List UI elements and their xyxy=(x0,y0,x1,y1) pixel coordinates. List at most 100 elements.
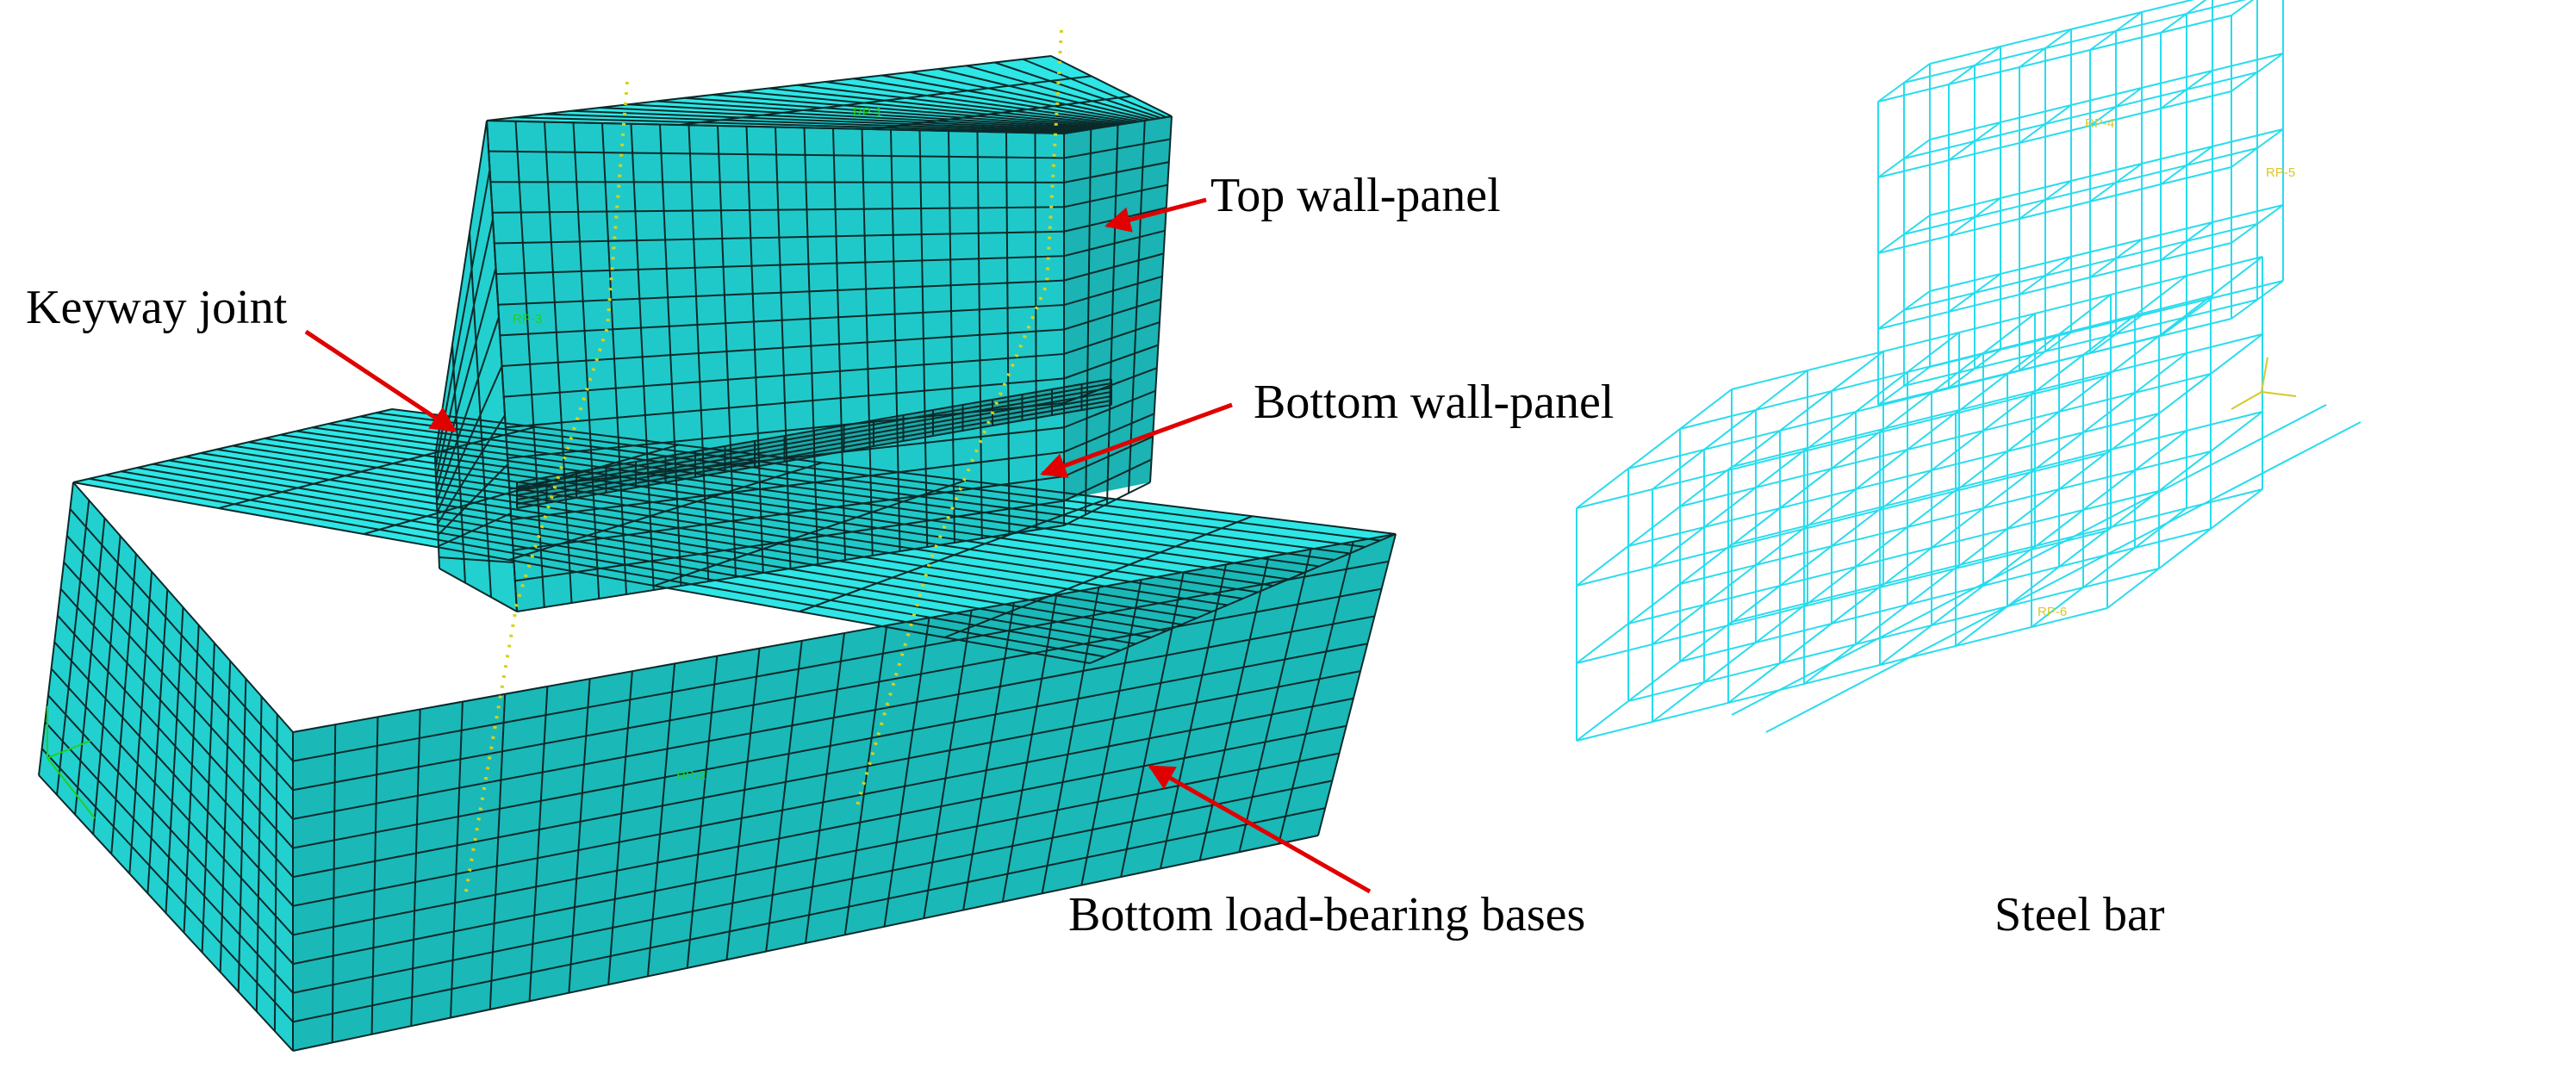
base-top-v-line xyxy=(653,479,967,587)
cage-longitudinal-bar xyxy=(1627,490,2160,624)
wall-top-v-line xyxy=(871,95,1132,130)
base-front-u-line xyxy=(1317,533,1397,836)
rp-marker-cage-1: RP-4 xyxy=(2085,116,2114,131)
base-left-u-line xyxy=(74,518,106,815)
cage-longitudinal-bar xyxy=(1576,607,2108,742)
cage-transverse-bar xyxy=(1652,525,1808,645)
wall-top-u-line xyxy=(1050,55,1173,117)
base-front-v-line xyxy=(292,533,1397,733)
bottom-panel-band-v-line xyxy=(516,378,1112,483)
bottom-panel-band-v-line xyxy=(516,404,1112,509)
cage-transverse-bar xyxy=(1879,390,2036,511)
base-left-v-line xyxy=(38,774,294,1052)
wall-cage-longitudinal-bar xyxy=(1877,242,2232,330)
label-bottom-bases: Bottom load-bearing bases xyxy=(1068,888,1585,941)
cage-transverse-bar xyxy=(2106,333,2263,454)
cage-transverse-bar xyxy=(2106,411,2263,531)
wall-front-v-line xyxy=(494,230,1065,245)
wall-front-v-line xyxy=(498,279,1065,306)
base-front-v-line xyxy=(292,807,1326,1023)
wall-right-v-line xyxy=(1063,321,1160,355)
base-front-u-line xyxy=(765,640,803,952)
wall-front-v-line xyxy=(505,377,1065,429)
wall-right-v-line xyxy=(1063,161,1170,183)
cage-transverse-bar xyxy=(1955,371,2112,492)
label-top-wall-panel: Top wall-panel xyxy=(1210,169,1501,222)
cage-transverse-bar xyxy=(1727,351,1884,471)
wall-cage-longitudinal-bar xyxy=(1877,166,2232,254)
cage-transverse-bar xyxy=(1727,506,1884,626)
bottom-panel-band-v-line xyxy=(516,382,1112,488)
base-left-u-line xyxy=(92,536,121,835)
rp-marker-cage-2: RP-5 xyxy=(2266,165,2295,180)
wall-cage-longitudinal-bar xyxy=(1929,53,2284,140)
cage-longitudinal-bar xyxy=(1576,375,2108,509)
base-top-v-line xyxy=(944,515,1253,638)
label-steel-bar: Steel bar xyxy=(1994,888,2165,941)
cage-longitudinal-bar xyxy=(1576,530,2108,664)
wall-top-u-line xyxy=(543,113,1075,133)
base-front-u-line xyxy=(923,610,973,919)
base-front-v-line xyxy=(292,724,1347,936)
base-front-u-line xyxy=(450,701,464,1018)
wall-top-u-line xyxy=(1022,58,1167,118)
wall-cage-longitudinal-bar xyxy=(1929,0,2195,65)
wall-cage-longitudinal-bar xyxy=(1903,299,2258,387)
cage-transverse-bar xyxy=(1652,447,1808,568)
wall-cage-longitudinal-bar xyxy=(1877,15,2232,103)
cage-transverse-bar xyxy=(1955,449,2112,569)
base-front-v-line xyxy=(292,587,1382,792)
tendons xyxy=(464,29,1063,897)
label-keyway-joint: Keyway joint xyxy=(26,281,288,334)
wall-top-u-line xyxy=(853,78,1135,123)
base-left-v-line xyxy=(69,508,294,762)
base-front-u-line xyxy=(883,618,930,927)
wall-left-v-line xyxy=(438,513,512,547)
wall-cage-longitudinal-bar xyxy=(1929,128,2284,216)
wall-cage-longitudinal-bar xyxy=(1929,280,2284,368)
base-front-u-line xyxy=(843,625,888,935)
wall-right-v-line xyxy=(1063,252,1164,282)
cage-transverse-bar xyxy=(1576,621,1733,742)
base-top-u-line xyxy=(264,438,1274,587)
wall-left-v-line xyxy=(437,463,509,536)
cage-longitudinal-bar xyxy=(1679,450,2212,585)
base-front-u-line xyxy=(331,724,337,1043)
base-front-u-line xyxy=(607,671,633,985)
wall-top-u-line xyxy=(797,84,1123,125)
base-front-u-line xyxy=(1080,579,1142,885)
wall-front-v-line xyxy=(509,426,1065,490)
wall-left-v-line xyxy=(439,556,514,563)
base-front-v-line xyxy=(292,697,1354,907)
base-front-u-line xyxy=(962,602,1015,910)
wall-top-u-line xyxy=(627,103,1092,130)
axis-triad-left xyxy=(47,706,96,819)
base-left-v-line xyxy=(57,614,294,878)
steel-bar-cage xyxy=(1576,0,2361,742)
base-left-v-line xyxy=(44,721,294,994)
wall-front-v-line xyxy=(500,304,1065,337)
base-left-v-line xyxy=(40,748,294,1023)
base-front-u-line xyxy=(528,686,549,1002)
rp-marker-cage-3: RP-6 xyxy=(2038,605,2067,619)
wall-cage-longitudinal-bar xyxy=(1903,147,2258,235)
rp-marker-base: RP-2 xyxy=(676,768,706,783)
base-top-u-line xyxy=(168,459,1182,625)
wall-cage-longitudinal-bar xyxy=(1877,318,2232,406)
base-left-u-line xyxy=(273,714,278,1032)
arrow-bottom-wall-panel xyxy=(1040,402,1233,478)
wall-top-u-line xyxy=(740,90,1113,127)
base-front-u-line xyxy=(488,693,507,1010)
annotation-arrows xyxy=(304,197,1372,894)
base-top-u-line xyxy=(184,456,1198,619)
wall-left-v-line xyxy=(436,316,500,502)
wall-left-v-line xyxy=(436,365,503,513)
rp-marker-wall: RP-3 xyxy=(513,312,542,326)
cage-transverse-bar xyxy=(1576,388,1733,509)
base-front-u-line xyxy=(370,717,379,1034)
wall-top-u-line xyxy=(599,107,1086,131)
base-top-u-line xyxy=(104,474,1121,651)
wall-left-v-line xyxy=(435,267,497,491)
wall-front-v-line xyxy=(490,181,1065,183)
cage-transverse-bar xyxy=(1727,428,1884,549)
